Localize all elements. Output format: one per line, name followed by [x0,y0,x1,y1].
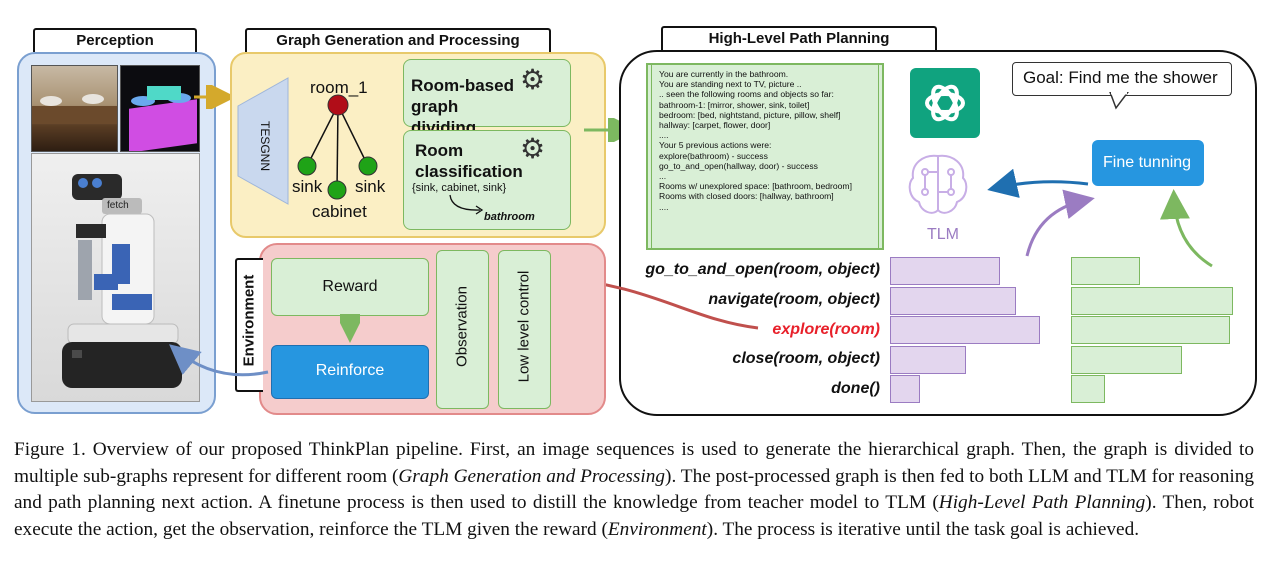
robot-photo: fetch [31,153,200,402]
prompt-line: Rooms with closed doors: [hallway, bathr… [659,191,834,202]
planning-arrows [987,168,1213,268]
teacher-score-bar [1071,286,1233,315]
prompt-line: explore(bathroom) - success [659,150,768,161]
environment-tab [235,258,263,392]
room-classification-label: Room classification [415,141,523,181]
graph-tab: Graph Generation and Processing [245,28,551,52]
reinforce-box [271,345,429,399]
room-classification-box [403,130,571,230]
tlm-label: TLM [927,226,959,243]
reward-label: Reward [322,278,378,295]
prompt-line: hallway: [carpet, flower, door] [659,120,771,131]
room-node [327,94,349,116]
caption-italic: Environment [607,518,707,540]
reward-box [271,258,429,316]
prompt-line: .. seen the following rooms and objects … [659,89,834,100]
llm-knot-icon [925,84,965,122]
reinforce-label: Reinforce [315,362,385,379]
sink-node-2 [358,156,378,176]
prompt-line: Rooms w/ unexplored space: [bathroom, be… [659,181,852,192]
prompt-line: Your 5 previous actions were: [659,140,772,151]
goal-text: Goal: Find me the shower [1023,68,1218,87]
root-node-label: room_1 [310,78,368,97]
teacher-score-bar [1071,257,1140,285]
tlm-score-bar [890,345,966,374]
planning-tab: High-Level Path Planning [661,26,937,50]
tesgnn-encoder [237,77,289,205]
action-label-highlight: explore(room) [772,321,880,338]
observation-label: Observation [453,286,471,367]
prompt-box [646,63,884,250]
child-node-label-2: cabinet [312,202,367,221]
fetch-robot-illustration: fetch [62,174,182,388]
child-node-label-1: sink [292,177,323,196]
action-label: navigate(room, object) [708,291,880,308]
figure-caption: Figure 1. Overview of our proposed Think… [14,437,1254,543]
classification-input: {sink, cabinet, sink} [412,182,507,194]
prompt-line: bathroom-1: [mirror, shower, sink, toile… [659,99,810,110]
action-label: go_to_and_open(room, object) [645,261,880,278]
brain-chip-icon [908,154,968,214]
prompt-line: go_to_and_open(hallway, door) - success [659,160,818,171]
gear-icon: ⚙ [520,64,546,95]
prompt-line: ... [659,171,667,182]
caption-text: ). The process is iterative until the ta… [706,518,1140,540]
tesgnn-label: TESGNN [258,121,272,172]
low-level-control-box [498,250,551,409]
rgb-image [31,65,118,152]
tlm-score-bar [890,257,1000,285]
prompt-text: You are currently in the bathroom. You a… [659,69,879,212]
arrow-reinforce-to-robot [169,344,269,377]
caption-text: ). Then, robot execute the action, get t… [14,492,1255,540]
prompt-line: bedroom: [bed, nightstand, picture, pill… [659,109,841,120]
prompt-line: .... [659,130,669,141]
segmentation-image [120,65,200,152]
teacher-score-bar [1071,316,1230,345]
caption-italic: Graph Generation and Processing [398,465,666,487]
fine-tuning-label: Fine tunning [1103,154,1192,171]
perception-tab: Perception [33,28,197,52]
goal-bubble [1012,62,1232,96]
tlm-score-bar [890,375,920,404]
classification-arrow [449,194,484,215]
tlm-brain-icon [905,150,971,220]
child-node-label-3: sink [355,177,386,196]
goal-bubble-tail [1109,92,1129,110]
cabinet-node [327,180,347,200]
action-label: done() [831,380,880,397]
prompt-line: .... [659,201,669,212]
tlm-score-bar [890,286,1016,315]
fine-tuning-box [1092,140,1204,186]
gear-icon-2: ⚙ [520,133,546,164]
room-dividing-box [403,59,571,127]
caption-figure-label: Figure 1. [14,439,86,460]
prompt-line: You are standing next to TV, picture .. [659,79,802,90]
arrow-perception-to-graph [194,85,236,109]
prompt-line: You are currently in the bathroom. [659,69,789,79]
action-label: close(room, object) [732,350,880,367]
low-level-control-label: Low level control [515,270,533,383]
scene-graph [297,94,378,200]
caption-text: ). The post-processed graph is then fed … [14,465,1254,514]
observation-box [436,250,489,409]
classification-output: bathroom [484,211,535,223]
robot-brand-label: fetch [107,200,129,211]
llm-logo-icon [910,68,980,138]
caption-text: Overview of our proposed ThinkPlan pipel… [14,439,1255,487]
sink-node [297,156,317,176]
arrow-reward-to-reinforce [340,314,360,343]
caption-italic: High-Level Path Planning [938,492,1146,513]
tlm-score-bar [890,316,1040,345]
teacher-score-bar [1071,345,1182,374]
room-dividing-label: Room-based graph dividing [411,76,514,137]
teacher-score-bar [1071,375,1105,404]
